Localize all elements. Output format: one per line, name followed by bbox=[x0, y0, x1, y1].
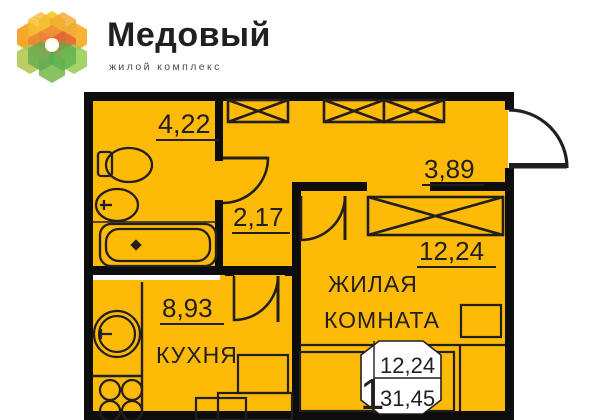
label-living-name-2: КОМНАТА bbox=[324, 307, 440, 333]
sink-icon bbox=[94, 187, 140, 223]
stove-icon bbox=[93, 374, 144, 420]
label-kitchen-area: 8,93 bbox=[162, 293, 213, 323]
kitchen-sink-icon bbox=[92, 309, 142, 359]
area-labels: 4,22 2,17 3,89 12,24 ЖИЛАЯ КОМНАТА 8,93 bbox=[156, 109, 496, 368]
brand-title: Медовый bbox=[107, 16, 271, 54]
toilet-icon bbox=[96, 146, 154, 184]
apartment-badge: 1 12,24 31,45 bbox=[360, 340, 442, 419]
brand-text-block: Медовый жилой комплекс bbox=[107, 18, 317, 73]
badge-rooms-count: 1 bbox=[360, 370, 384, 419]
label-living-area: 12,24 bbox=[419, 236, 484, 266]
door-jambs bbox=[215, 152, 367, 276]
bathroom-fixtures bbox=[94, 146, 218, 268]
brand-header: Медовый жилой комплекс bbox=[0, 0, 320, 95]
badge-living-area: 12,24 bbox=[380, 353, 435, 378]
window-icon bbox=[226, 98, 505, 237]
entrance-door-icon bbox=[508, 108, 569, 169]
door-swing-icon bbox=[222, 156, 347, 322]
hex-flower-logo-icon bbox=[8, 9, 96, 87]
label-bathroom-area: 4,22 bbox=[158, 109, 211, 139]
kitchen-fixtures bbox=[92, 282, 294, 420]
label-kitchen-name: КУХНЯ bbox=[156, 342, 238, 368]
bathtub-icon bbox=[98, 222, 218, 268]
walls bbox=[84, 92, 514, 420]
badge-total-area: 31,45 bbox=[380, 386, 435, 411]
label-hall-area: 2,17 bbox=[233, 202, 284, 232]
label-corridor-area: 3,89 bbox=[424, 154, 475, 184]
label-living-name-1: ЖИЛАЯ bbox=[328, 271, 418, 297]
brand-subtitle: жилой комплекс bbox=[109, 61, 222, 73]
